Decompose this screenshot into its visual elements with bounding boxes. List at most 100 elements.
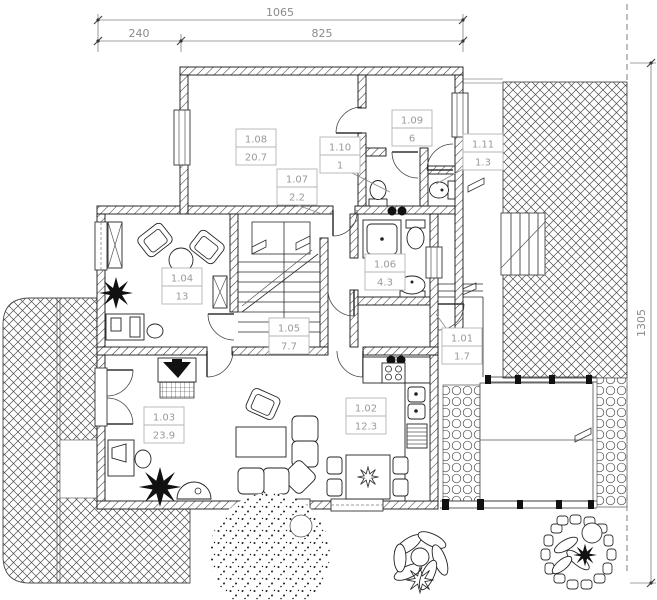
wall-wc-divider [419,147,429,207]
stair-arrow2 [295,235,311,251]
svg-text:1.11: 1.11 [472,140,494,151]
dim-right-total: 1305 [635,309,648,337]
window-109-right [451,92,469,138]
svg-text:1.02: 1.02 [355,404,377,415]
svg-text:1: 1 [337,161,343,172]
toilet-106 [405,219,426,250]
room-label-1.02: 1.02 12.3 [345,397,387,435]
svg-text:1.01: 1.01 [451,334,473,345]
railing-lower [440,499,597,510]
svg-text:20.7: 20.7 [245,153,267,164]
dim-top-right: 825 [312,27,333,40]
window-104-left [94,221,108,271]
svg-text:4.3: 4.3 [377,278,393,289]
wall-bath-bottom [357,296,431,306]
svg-text:1.04: 1.04 [171,274,193,285]
fixture-dots-107 [387,206,407,216]
kitchen-102 [326,355,431,502]
svg-text:1.07: 1.07 [286,175,308,186]
radiator-104-left [107,221,123,269]
terrace-left-step-recess [59,439,98,499]
chair-right-1 [392,456,409,475]
desk-chair-103 [134,449,152,469]
step-arrow-111 [467,177,485,193]
svg-text:23.9: 23.9 [153,431,175,442]
shrub-leafy [393,531,449,594]
room-label-1.10: 1.10 1 [319,136,391,193]
svg-text:1.3: 1.3 [475,158,491,169]
room-label-1.07: 1.07 2.2 [276,168,323,215]
fence-top-right [463,78,503,84]
desk-chair-104 [146,323,164,339]
railing-upper [485,375,597,384]
dimension-right: 1305 [630,58,656,588]
toilet-111 [429,180,456,200]
door-wc-110 [391,151,419,179]
bush-stippled [210,493,330,600]
terrace-door-103-left [94,367,134,427]
door-108 [335,106,363,134]
dim-top-total: 1065 [266,6,294,19]
desk-103 [107,439,152,477]
paving-strip-left [442,384,481,502]
svg-text:1.09: 1.09 [401,116,423,127]
terrace-left-hatch [2,297,191,584]
door-vestibule-107 [332,209,358,237]
svg-text:1.03: 1.03 [153,413,175,424]
bush-inner-circle [289,514,313,538]
chair-left-1 [326,456,343,475]
svg-text:1.05: 1.05 [278,324,300,335]
wall-mid-lower-a [96,346,208,356]
side-table-semicircle [176,481,212,500]
wall-stair-left [229,213,239,313]
room-label-1.04: 1.04 13 [161,267,203,305]
room-label-1.06: 1.06 4.3 [364,253,406,291]
svg-text:6: 6 [409,134,415,145]
wall-wc-top-left [365,147,387,157]
window-108-left [173,109,191,166]
paving-strip-right [596,377,628,508]
room-label-1.03: 1.03 23.9 [143,406,185,444]
room-label-1.01: 1.01 1.7 [435,313,483,365]
svg-text:1.06: 1.06 [374,260,396,271]
wall-bath-left-a [349,213,359,259]
room-label-1.09: 1.09 6 [391,109,433,147]
planter-circle [581,522,603,544]
sitting-room-104 [99,220,227,341]
wall-mid-lower-c [362,346,439,356]
svg-text:7.7: 7.7 [281,342,297,353]
wall-108-divider-a [357,74,367,109]
living-room-103 [107,357,319,507]
planter-stone-ring [540,514,617,590]
exterior-stairs-right [500,212,546,276]
patio-step-arrow [574,427,592,443]
room-label-1.08: 1.08 20.7 [235,128,277,166]
kitchen-sink [407,386,426,420]
door-bath-106 [327,289,355,317]
fireplace [157,357,197,399]
bathroom-106 [362,206,426,298]
dining-table [345,454,391,500]
door-104 [207,313,235,341]
patio-floor [479,382,594,502]
hob-burner-dark1 [386,355,396,365]
wall-kitchen-right [429,354,439,502]
door-103 [206,350,234,378]
stair-arrow [251,239,267,255]
svg-text:13: 13 [176,292,189,303]
wall-step-left [96,205,181,215]
chair-right-2 [392,478,409,497]
hob [381,362,406,384]
room-label-1.05: 1.05 7.7 [268,317,310,355]
toilet-110 [368,180,388,207]
chair-left-2 [326,478,343,497]
window-bottom-b [330,498,384,512]
coffee-table [235,426,287,458]
dim-top-left: 240 [129,27,150,40]
doors [206,106,465,378]
svg-text:1.10: 1.10 [329,143,351,154]
desk-104 [105,313,164,341]
shower [362,219,402,259]
